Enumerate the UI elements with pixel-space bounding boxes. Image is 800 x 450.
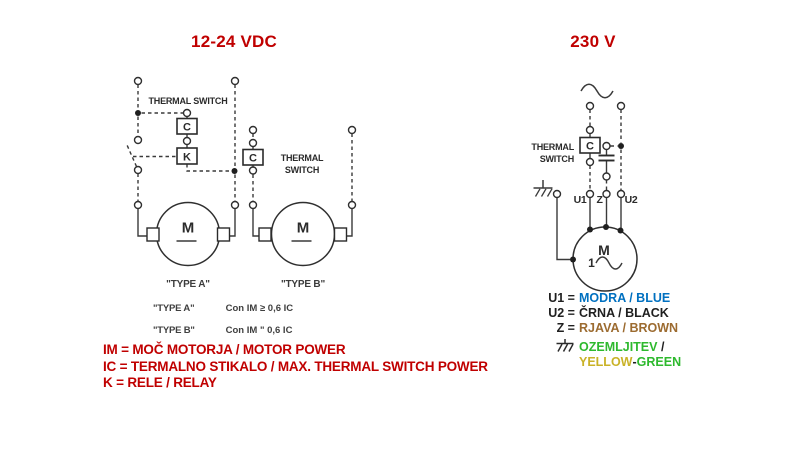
type-a-caption: "TYPE A" — [166, 279, 210, 290]
terminal-icon — [248, 166, 258, 175]
wires-type-a — [126, 84, 236, 237]
legend-row-z: Z = RJAVA / BROWN — [543, 321, 681, 336]
legend-word-green: GREEN — [636, 355, 682, 369]
terminal-icon — [182, 108, 192, 118]
terminal-icon — [248, 200, 258, 210]
contactor-box-230 — [579, 136, 601, 154]
terminal-icon — [616, 189, 626, 199]
switch-blade-icon — [126, 144, 138, 167]
legend-label: Z = — [556, 321, 575, 335]
z-terminal-label: Z — [596, 194, 603, 206]
type-b-caption: "TYPE B" — [281, 279, 325, 290]
spec-value: Con IM " 0,6 IC — [225, 325, 293, 336]
junction-dot — [618, 143, 624, 149]
junction-dot — [231, 168, 238, 174]
spec-value: Con IM ≥ 0,6 IC — [225, 303, 294, 314]
motor-sine-icon — [595, 256, 623, 270]
contactor-box-a — [176, 117, 198, 135]
terminal-icon — [602, 172, 611, 181]
terminal-icon — [552, 189, 562, 199]
relay-box — [176, 147, 198, 165]
legend-row-ground: OZEMLJITEV / — [543, 336, 681, 355]
thermal-switch-label-b1: THERMAL — [281, 153, 324, 163]
wire-color-legend: U1 = MODRA / BLUE U2 = ČRNA / BLACK Z = … — [543, 291, 681, 370]
legend-row-u2: U2 = ČRNA / BLACK — [543, 306, 681, 321]
terminal-icon — [230, 76, 240, 86]
ground-legend-icon — [543, 338, 575, 357]
legend-label: U2 = — [548, 306, 575, 320]
legend-label: U1 = — [548, 291, 575, 305]
abbreviation-legend: IM = MOČ MOTORJA / MOTOR POWER IC = TERM… — [103, 342, 488, 392]
circuit-type-a: C K THERMAL SWITCH M "TYPE A" — [126, 76, 240, 290]
contactor-label-b: C — [249, 153, 257, 165]
terminal-icon — [602, 141, 611, 151]
legend-line-ic: IC = TERMALNO STIKALO / MAX. THERMAL SWI… — [103, 358, 488, 374]
motor-label-230: M — [598, 242, 610, 258]
legend-row-u1: U1 = MODRA / BLUE — [543, 291, 681, 306]
switch-contact-upper — [133, 135, 143, 145]
terminal-icon — [133, 200, 143, 210]
terminal-icon — [585, 189, 595, 199]
junction-dot — [135, 110, 141, 116]
relay-label: K — [183, 152, 191, 164]
terminal-icon — [133, 76, 143, 86]
terminal-icon — [248, 138, 258, 148]
motor-230v: M 1 — [570, 224, 638, 292]
legend-ground-slash: / — [657, 340, 665, 354]
legend-value-brown: RJAVA / BROWN — [579, 321, 679, 335]
terminal-icon — [230, 200, 240, 210]
capacitor-icon — [598, 154, 615, 162]
terminal-icon — [585, 157, 595, 167]
thermal-switch-label-a: THERMAL SWITCH — [148, 96, 227, 106]
terminal-icon — [347, 200, 357, 210]
ac-sine-icon — [580, 83, 614, 99]
terminal-icon — [602, 189, 611, 199]
motor-type-a: M — [146, 201, 231, 267]
thermal-switch-label-230-1: THERMAL — [531, 142, 574, 152]
spec-row-type-b: "TYPE B" Con IM " 0,6 IC — [153, 325, 293, 347]
contactor-label-a: C — [183, 122, 191, 134]
switch-contact-lower — [133, 165, 143, 175]
legend-word-yellow: YELLOW — [579, 355, 633, 369]
thermal-switch-label-b2: SWITCH — [285, 165, 319, 175]
spec-row-type-a: "TYPE A" Con IM ≥ 0,6 IC — [153, 303, 293, 325]
contactor-box-b — [242, 148, 264, 166]
legend-line-k: K = RELE / RELAY — [103, 375, 217, 390]
spec-name: "TYPE B" — [153, 325, 195, 336]
title-12-24vdc: 12-24 VDC — [191, 32, 277, 51]
motor-label-a: M — [182, 220, 195, 237]
spec-table: "TYPE A" Con IM ≥ 0,6 IC "TYPE B" Con IM… — [153, 303, 293, 347]
circuit-230v: C U1 Z U2 THERMAL SWITC — [531, 83, 638, 292]
terminal-icon — [248, 125, 258, 135]
terminal-icon — [616, 101, 626, 111]
terminal-icon — [585, 101, 595, 111]
terminal-icon — [585, 125, 595, 135]
thermal-switch-label-230-2: SWITCH — [540, 154, 574, 164]
terminal-icon — [182, 136, 192, 146]
phase-label-230: 1 — [588, 256, 595, 270]
terminal-icon — [347, 125, 357, 135]
legend-value-black: ČRNA / BLACK — [579, 306, 669, 320]
spec-name: "TYPE A" — [153, 303, 195, 314]
contactor-label-230: C — [586, 141, 594, 153]
legend-word-dash: - — [632, 355, 637, 369]
circuit-type-b: C THERMAL SWITCH M "TYPE B" — [242, 125, 357, 290]
title-230v: 230 V — [570, 32, 616, 51]
ground-symbol-icon — [533, 180, 553, 197]
legend-value-ground: OZEMLJITEV — [579, 340, 658, 354]
u2-terminal-label: U2 — [625, 194, 638, 206]
legend-value-blue: MODRA / BLUE — [579, 291, 671, 305]
wires-230v — [556, 109, 622, 261]
motor-label-b: M — [297, 220, 310, 237]
wires-type-b — [252, 133, 353, 237]
legend-line-im: IM = MOČ MOTORJA / MOTOR POWER — [103, 342, 346, 357]
motor-type-b: M — [258, 201, 348, 267]
u1-terminal-label: U1 — [574, 194, 587, 206]
legend-row-yellow-green: YELLOW - GREEN — [543, 355, 681, 370]
